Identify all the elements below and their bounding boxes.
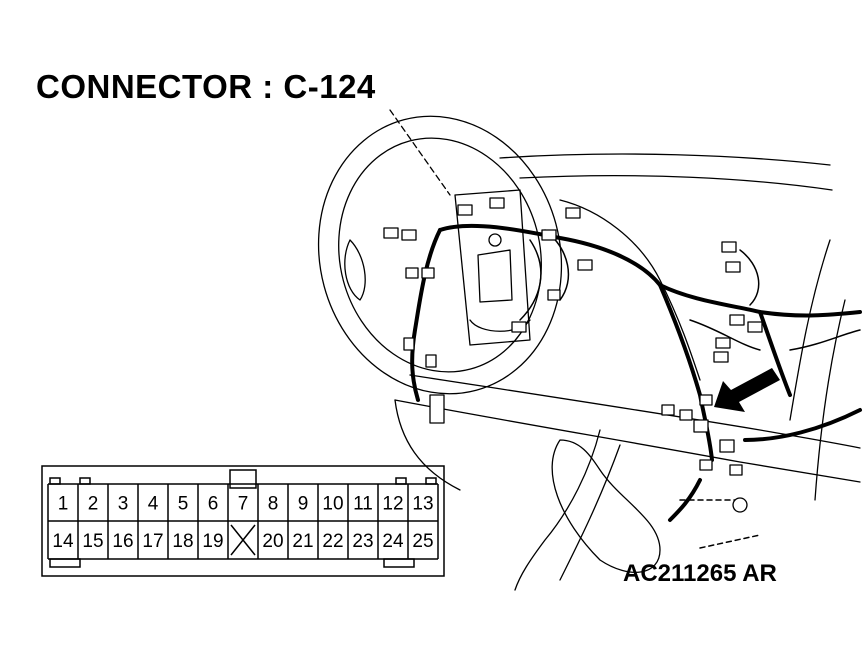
pin-number: 6 — [208, 494, 219, 515]
diagram-title: CONNECTOR : C-124 — [36, 68, 376, 105]
pin-number: 24 — [382, 531, 404, 552]
pin-number: 8 — [268, 494, 279, 515]
figure-id: AC211265 AR — [623, 560, 777, 587]
steering-wheel — [317, 109, 563, 395]
pin-number: 17 — [142, 531, 163, 552]
harness-connectors — [383, 197, 763, 513]
dashboard-outline — [394, 153, 861, 591]
pin-number: 3 — [118, 494, 129, 515]
pin-number: 18 — [172, 531, 193, 552]
wiring-harness — [410, 223, 862, 522]
connector-pin-row-bottom: 14 15 16 17 18 19 20 21 22 23 24 25 — [52, 521, 434, 559]
pin-number: 7 — [238, 494, 249, 515]
arrow-icon — [714, 368, 780, 412]
pin-number: 16 — [112, 531, 133, 552]
pin-number: 13 — [412, 494, 433, 515]
pin-number: 20 — [262, 531, 283, 552]
pin-number: 10 — [322, 494, 343, 515]
steering-column — [454, 189, 531, 346]
thin-wires — [519, 229, 861, 549]
pin-number: 1 — [58, 494, 69, 515]
pin-number: 23 — [352, 531, 373, 552]
pin-number: 21 — [292, 531, 313, 552]
pin-number: 19 — [202, 531, 223, 552]
unused-pin-marker — [230, 524, 256, 556]
pin-number: 25 — [412, 531, 433, 552]
pin-number: 5 — [178, 494, 189, 515]
pin-number: 11 — [353, 494, 373, 515]
pin-number: 15 — [82, 531, 103, 552]
pin-number: 14 — [52, 531, 74, 552]
connector-face — [41, 465, 445, 577]
pin-number: 4 — [148, 494, 159, 515]
pin-number: 9 — [298, 494, 309, 515]
pin-number: 12 — [382, 494, 403, 515]
pin-number: 2 — [88, 494, 99, 515]
pin-number: 22 — [322, 531, 343, 552]
